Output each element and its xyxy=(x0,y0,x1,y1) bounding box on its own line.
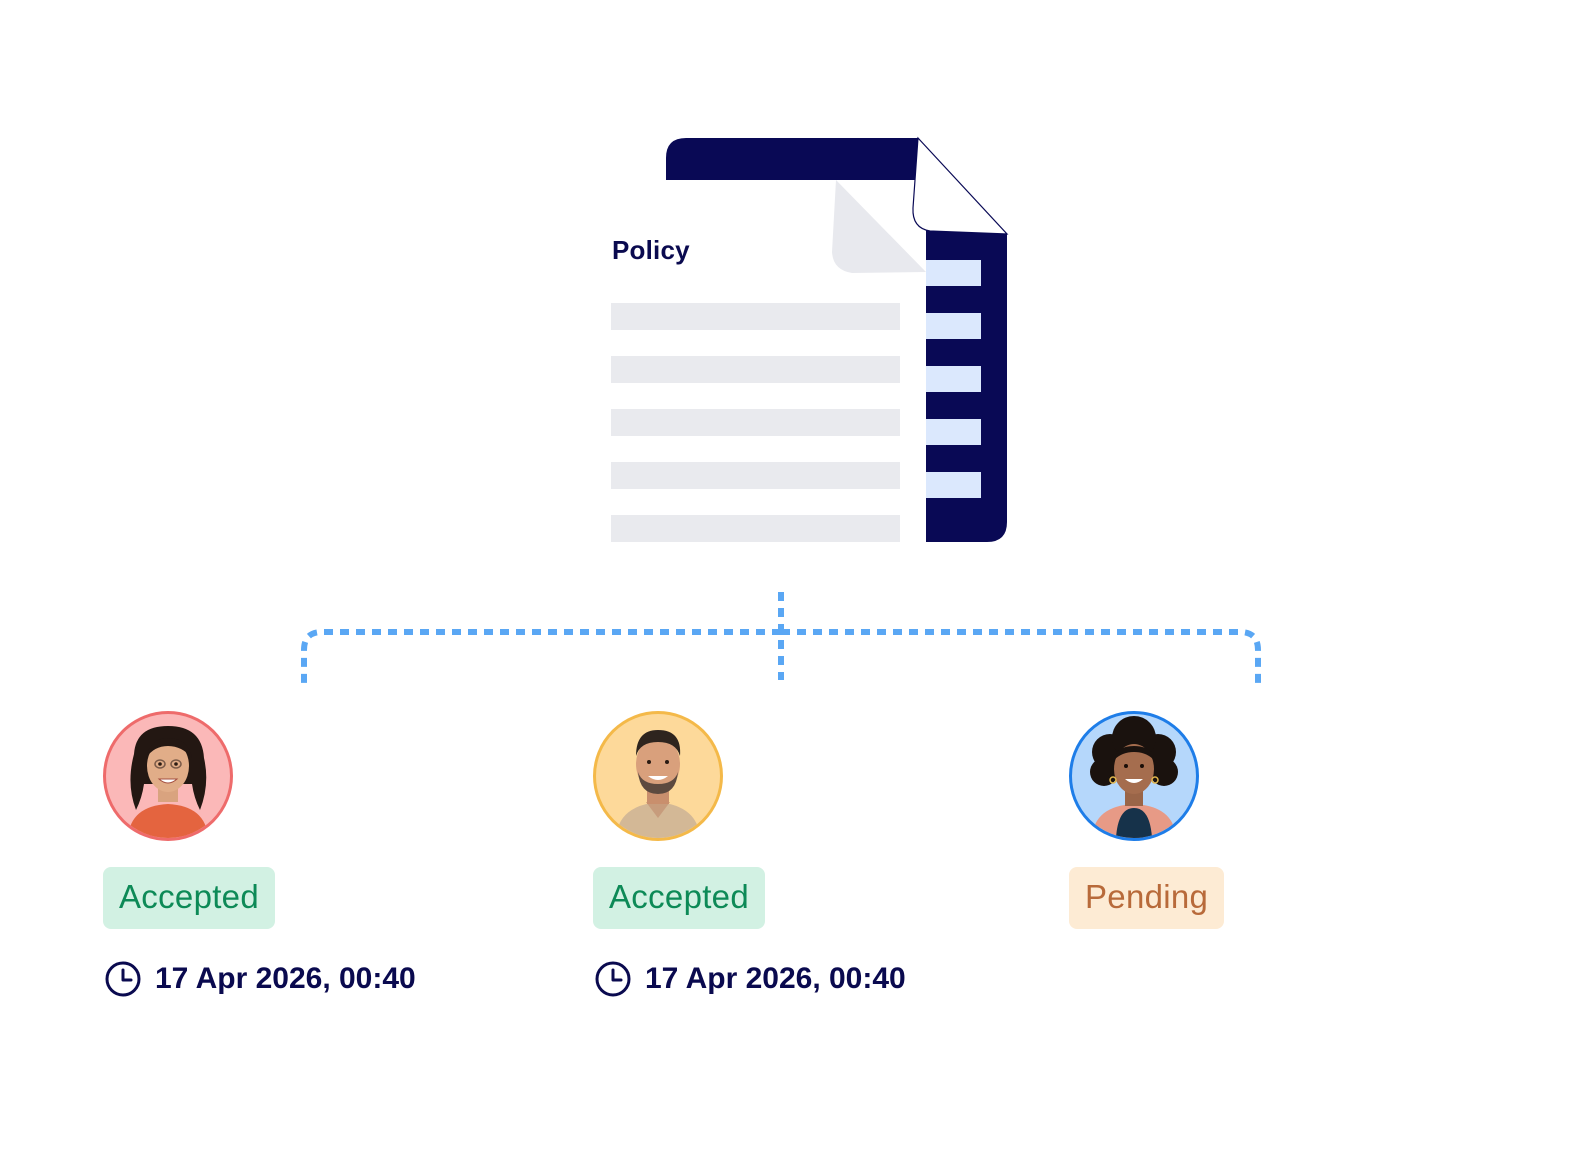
policy-document-illustration: Policy xyxy=(600,130,1020,555)
avatar-portrait xyxy=(616,730,700,838)
text-line xyxy=(611,409,900,436)
back-text-line xyxy=(926,419,981,445)
status-badge: Accepted xyxy=(593,867,765,929)
document-back-sheet xyxy=(666,138,1007,542)
timestamp-text: 17 Apr 2026, 00:40 xyxy=(645,962,906,995)
status-badge: Pending xyxy=(1069,867,1225,929)
document-front-fold xyxy=(832,180,926,273)
status-badge: Accepted xyxy=(103,867,275,929)
avatar-man-beard xyxy=(593,711,723,841)
text-line xyxy=(611,515,900,542)
connector-branch-right xyxy=(781,629,1261,686)
back-text-line xyxy=(926,313,981,339)
text-line xyxy=(611,462,900,489)
recipient-card-2: Accepted 17 Apr 2026, 00:40 xyxy=(593,711,953,999)
timestamp: 17 Apr 2026, 00:40 xyxy=(103,959,463,999)
recipient-card-1: Accepted 17 Apr 2026, 00:40 xyxy=(103,711,463,999)
text-line xyxy=(611,356,900,383)
avatar-woman-curly-hair xyxy=(103,711,233,841)
clock-icon xyxy=(595,961,631,997)
back-text-line xyxy=(926,472,981,498)
timestamp: 17 Apr 2026, 00:40 xyxy=(593,959,953,999)
avatar-portrait xyxy=(128,726,208,838)
back-text-line xyxy=(926,260,981,286)
document-corner-fold xyxy=(912,136,1009,235)
text-line xyxy=(611,303,900,330)
back-text-line xyxy=(926,366,981,392)
timestamp-text: 17 Apr 2026, 00:40 xyxy=(155,962,416,995)
clock-icon xyxy=(105,961,141,997)
avatar-portrait xyxy=(1090,716,1178,838)
document-title: Policy xyxy=(612,235,690,265)
avatar-woman-afro-hair xyxy=(1069,711,1199,841)
dotted-connector xyxy=(301,592,1261,686)
connector-branch-left xyxy=(301,629,781,686)
recipient-card-3: Pending xyxy=(1069,711,1429,929)
document-graphic xyxy=(600,136,1009,542)
